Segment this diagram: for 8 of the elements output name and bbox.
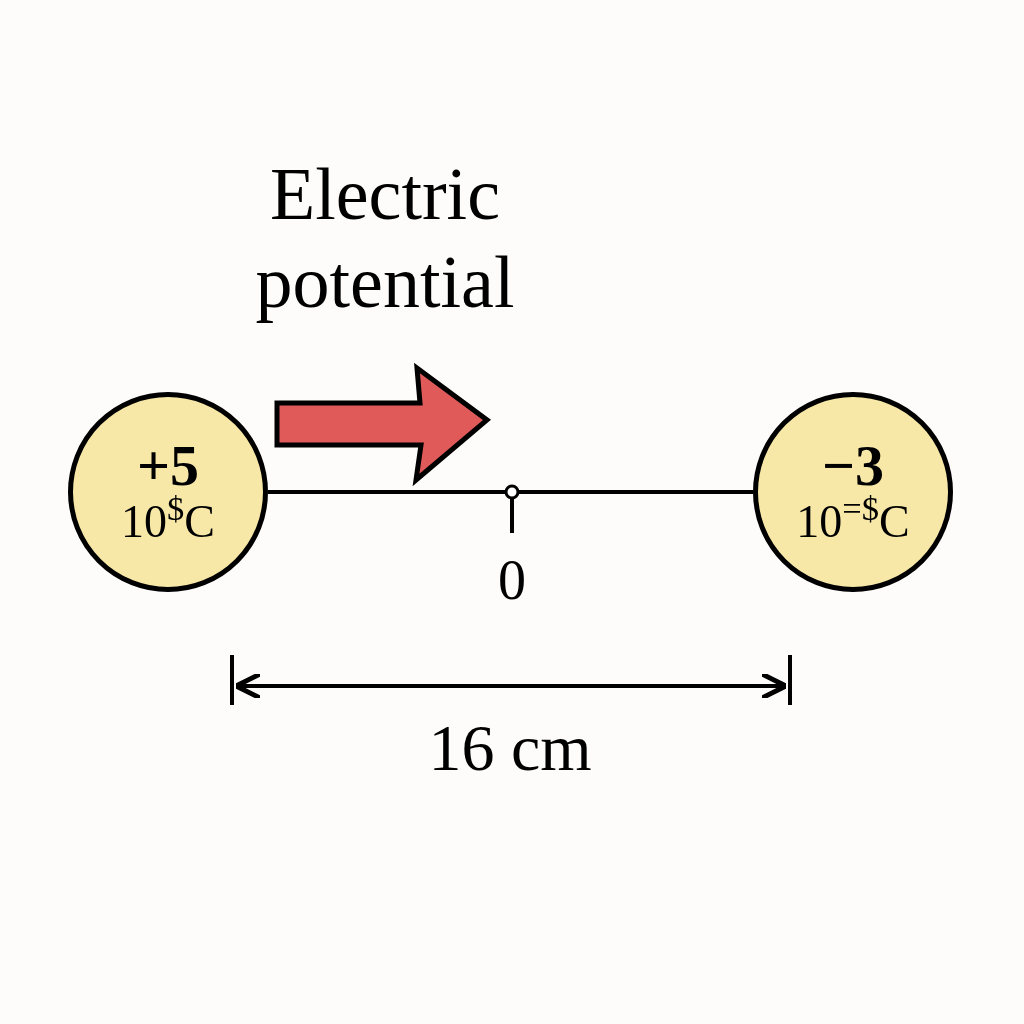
charge-value: −3 — [821, 436, 885, 496]
charge-unit: 10$^{$}$C — [121, 496, 215, 548]
dimension-label: 16 cm — [427, 710, 593, 786]
charge-unit: 10$^{=$}$C — [796, 496, 910, 548]
arrow-caption: Electric potential — [254, 152, 516, 325]
connector-line — [268, 490, 753, 494]
charge-value: +5 — [136, 436, 200, 496]
origin-label: 0 — [497, 548, 527, 612]
